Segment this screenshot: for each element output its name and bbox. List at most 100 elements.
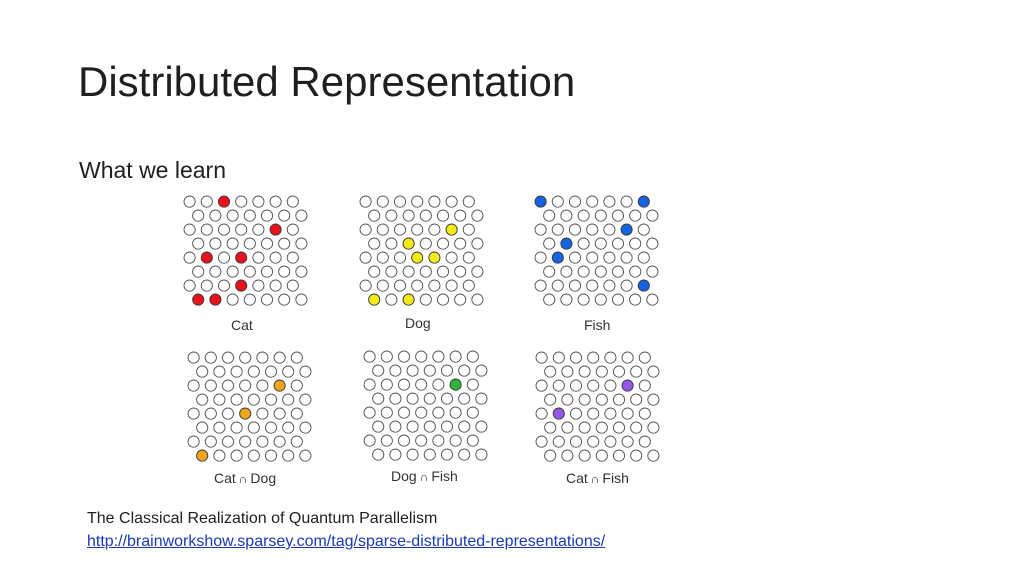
caption-right: Fish <box>431 468 458 484</box>
neuron <box>252 223 265 236</box>
neuron <box>419 293 432 306</box>
neuron <box>577 209 590 222</box>
active-neuron <box>209 293 222 306</box>
neuron <box>543 265 556 278</box>
neuron <box>534 251 547 264</box>
neuron <box>535 351 548 364</box>
neuron <box>204 379 217 392</box>
neuron <box>282 449 295 462</box>
neuron <box>620 279 633 292</box>
neuron <box>385 237 398 250</box>
neuron <box>372 420 385 433</box>
neuron <box>264 393 278 406</box>
neuron <box>578 393 591 406</box>
neuron <box>380 378 393 391</box>
intersection-symbol: ∩ <box>238 472 248 486</box>
neuron <box>256 379 269 392</box>
neuron <box>551 195 564 208</box>
neuron <box>445 195 458 208</box>
neuron <box>260 237 274 250</box>
neuron <box>221 351 235 364</box>
neuron <box>376 195 389 208</box>
active-neuron <box>428 251 441 264</box>
neuron <box>187 407 200 420</box>
neuron <box>213 449 226 462</box>
neuron <box>282 365 295 378</box>
neuron <box>213 393 226 406</box>
neuron <box>454 293 467 306</box>
neuron <box>440 364 454 377</box>
neuron <box>466 406 479 419</box>
neuron <box>458 364 471 377</box>
caption-right: Dog <box>250 470 277 486</box>
neuron <box>192 237 205 250</box>
neuron <box>569 351 583 364</box>
neuron <box>594 293 607 306</box>
neuron <box>359 279 372 292</box>
neuron <box>621 407 634 420</box>
neuron <box>380 434 393 447</box>
neuron <box>475 392 488 405</box>
neuron <box>428 195 441 208</box>
neuron-grid-svg <box>187 351 312 462</box>
neuron <box>551 223 564 236</box>
neuron <box>380 350 393 363</box>
neuron <box>560 293 573 306</box>
neuron <box>471 265 484 278</box>
neuron-grid-svg <box>535 351 660 462</box>
neuron <box>595 393 608 406</box>
neuron <box>239 379 252 392</box>
neuron <box>466 434 479 447</box>
neuron <box>568 279 582 292</box>
neuron <box>389 448 402 461</box>
neuron <box>385 293 398 306</box>
neuron <box>432 406 445 419</box>
neuron <box>389 392 402 405</box>
neuron <box>406 364 419 377</box>
neuron <box>282 393 295 406</box>
neuron <box>552 435 565 448</box>
neuron <box>561 449 574 462</box>
neuron <box>647 421 660 434</box>
neuron <box>445 251 458 264</box>
neuron <box>192 265 205 278</box>
neuron <box>260 293 274 306</box>
neuron <box>436 237 450 250</box>
neuron-grid-svg <box>363 350 488 461</box>
neuron <box>419 209 432 222</box>
neuron <box>560 209 573 222</box>
neuron <box>247 365 260 378</box>
neuron <box>299 449 312 462</box>
neuron <box>604 435 617 448</box>
active-neuron <box>552 407 565 420</box>
neuron <box>436 209 450 222</box>
neuron <box>471 209 484 222</box>
neuron-grid-svg <box>534 195 659 306</box>
neuron <box>393 279 407 292</box>
neuron <box>604 407 617 420</box>
neuron <box>638 435 651 448</box>
neuron <box>411 195 424 208</box>
neuron <box>419 237 432 250</box>
source-link[interactable]: http://brainworkshow.sparsey.com/tag/spa… <box>87 533 606 550</box>
active-neuron <box>368 293 381 306</box>
neuron <box>535 379 548 392</box>
neuron <box>432 378 445 391</box>
neuron <box>376 251 389 264</box>
neuron <box>299 365 312 378</box>
neuron <box>226 293 239 306</box>
neuron <box>594 237 607 250</box>
neuron <box>638 407 651 420</box>
active-neuron <box>196 449 209 462</box>
neuron <box>543 237 556 250</box>
neuron <box>595 421 608 434</box>
neuron <box>286 195 299 208</box>
neuron <box>295 237 308 250</box>
active-neuron <box>269 223 282 236</box>
caption-text: Fish <box>584 317 611 333</box>
neuron <box>647 393 660 406</box>
neuron <box>183 223 196 236</box>
dog-fish-grid <box>363 350 488 462</box>
neuron <box>187 351 200 364</box>
active-neuron <box>411 251 424 264</box>
